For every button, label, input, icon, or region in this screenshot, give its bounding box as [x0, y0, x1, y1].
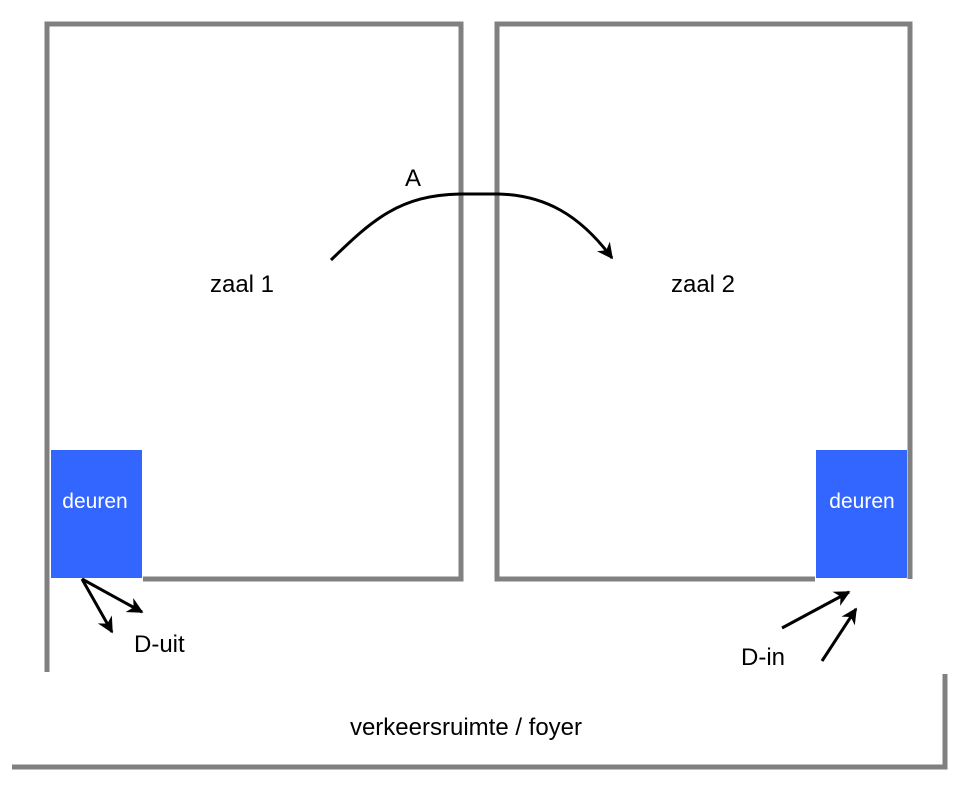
room-1-label: zaal 1 [210, 271, 274, 298]
transfer-arrow [329, 192, 614, 262]
room-1-walls [44, 21, 464, 672]
corridor-label: verkeersruimte / foyer [350, 714, 582, 741]
door-right [816, 450, 907, 578]
room-1-wall-outline [44, 21, 464, 672]
exit-arrow-label: D-uit [134, 631, 185, 658]
corridor-walls [12, 674, 948, 770]
entry-arrow-label: D-in [741, 644, 785, 671]
door-left [51, 450, 142, 578]
door-right-label: deuren [829, 490, 894, 513]
room-2-walls [494, 21, 913, 582]
entry-arrows [781, 590, 858, 662]
door-left-label: deuren [62, 490, 127, 513]
exit-arrow-2 [80, 578, 114, 634]
room-2-wall-outline [494, 21, 913, 582]
corridor-wall-outline [12, 674, 948, 770]
entry-arrow-2 [820, 607, 858, 662]
exit-arrows [80, 577, 144, 634]
room-2-label: zaal 2 [671, 271, 735, 298]
exit-arrow-1 [81, 577, 144, 614]
transfer-arrow-label: A [405, 165, 421, 192]
entry-arrow-1 [781, 590, 851, 630]
